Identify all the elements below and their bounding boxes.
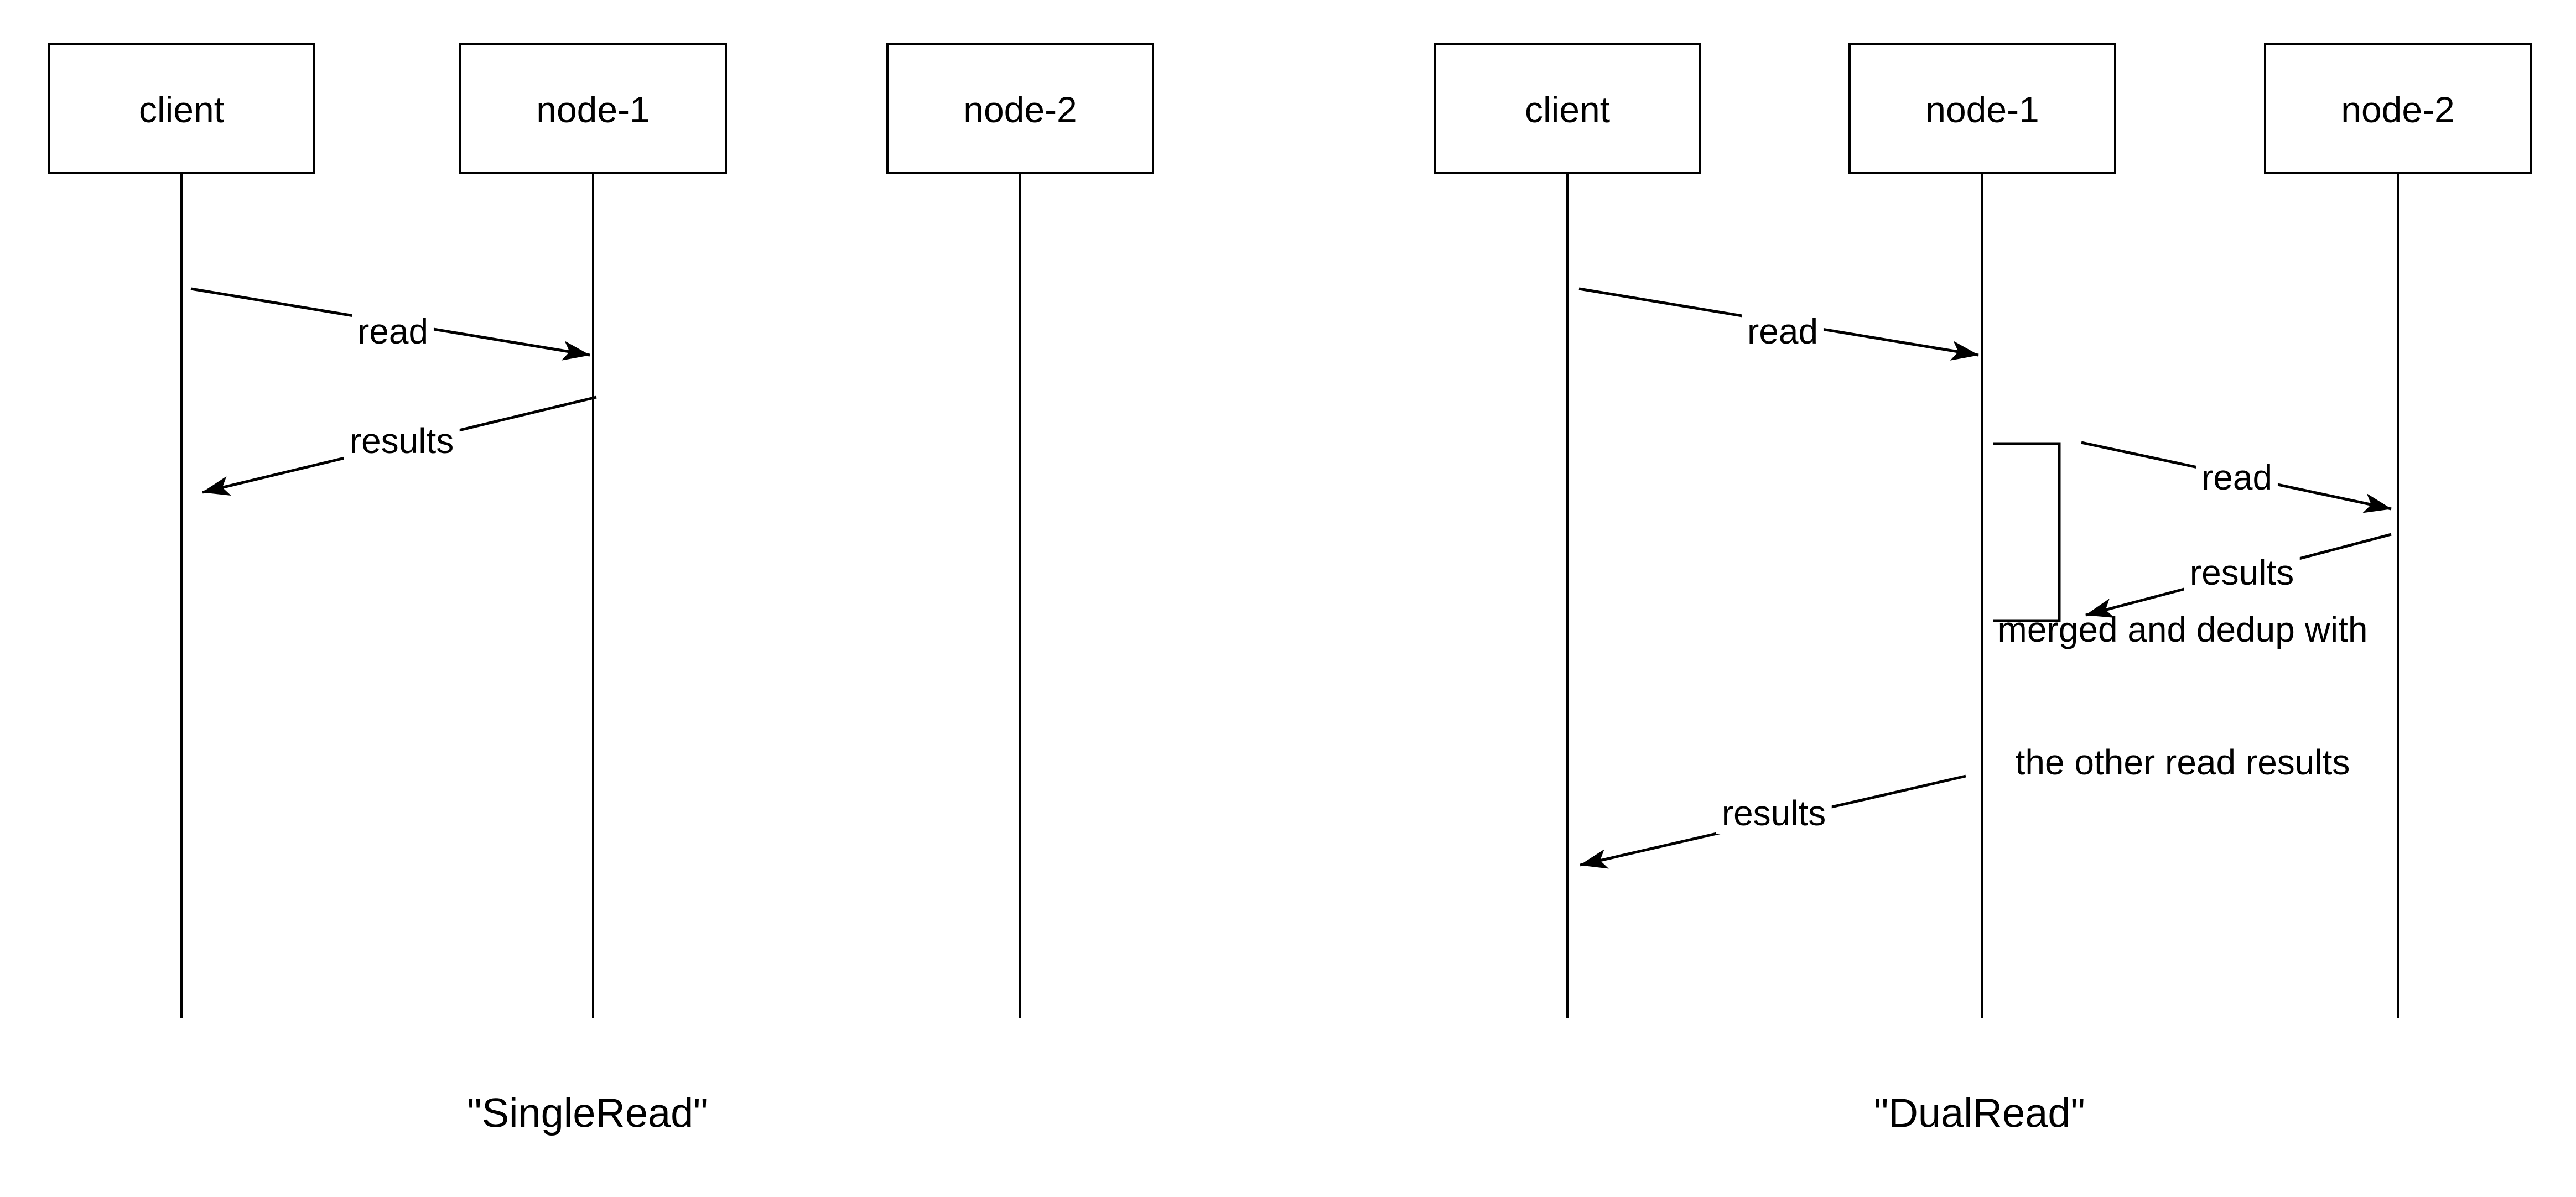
diagram-caption-singleread: "SingleRead"	[467, 1090, 708, 1136]
actor-label-node-1: node-1	[1925, 89, 2039, 130]
actor-box-client	[48, 43, 315, 174]
merge-note-line-1: merged and dedup with	[1997, 610, 2368, 649]
actor-box-node-2	[2264, 43, 2532, 174]
merge-note-line-2: the other read results	[2015, 742, 2350, 782]
message-label-read: read	[1741, 311, 1824, 352]
singleread-diagram	[48, 43, 1154, 1018]
actor-label-node-1: node-1	[536, 89, 650, 130]
merge-note: merged and dedup with the other read res…	[1998, 519, 2368, 873]
actor-box-node-1	[1848, 43, 2116, 174]
message-label-results: results	[344, 420, 460, 461]
actor-label-node-2: node-2	[963, 89, 1077, 130]
actor-box-node-1	[459, 43, 727, 174]
actor-label-node-2: node-2	[2341, 89, 2455, 130]
activation-bracket	[1993, 442, 2061, 622]
diagram-caption-dualread: "DualRead"	[1874, 1090, 2085, 1136]
message-label-results-2: results	[2184, 552, 2300, 593]
message-label-read: read	[351, 311, 434, 352]
message-label-read-2: read	[2195, 457, 2278, 498]
actor-box-node-2	[886, 43, 1154, 174]
actor-label-client: client	[138, 89, 225, 130]
message-label-results-3: results	[1716, 793, 1832, 834]
dualread-diagram	[1434, 43, 2532, 1018]
actor-box-client	[1434, 43, 1701, 174]
actor-label-client: client	[1524, 89, 1611, 130]
